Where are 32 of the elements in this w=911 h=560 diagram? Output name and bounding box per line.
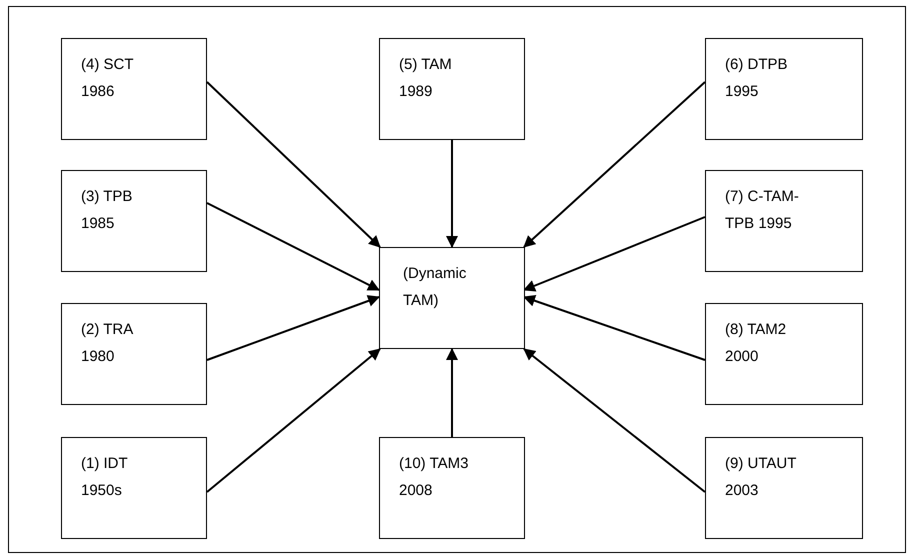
model-box <box>705 303 863 405</box>
node-label: (10) TAM3 2008 <box>399 454 470 501</box>
node-label: (5) TAM 1989 <box>399 55 453 102</box>
arrow <box>523 81 706 248</box>
node-label: (9) UTAUT 2003 <box>725 454 798 501</box>
model-box <box>705 170 863 272</box>
arrow <box>523 216 706 292</box>
arrow <box>206 81 381 248</box>
node-label: (7) C-TAM-TPB 1995 <box>725 187 800 234</box>
model-box <box>379 38 525 140</box>
model-box <box>61 38 207 140</box>
arrow <box>446 348 458 437</box>
arrow <box>523 294 706 361</box>
model-box <box>61 437 207 539</box>
central-box <box>379 247 525 349</box>
model-box <box>61 170 207 272</box>
model-box <box>61 303 207 405</box>
model-box <box>379 437 525 539</box>
node-label: (4) SCT 1986 <box>81 55 134 102</box>
model-box <box>705 437 863 539</box>
node-label: (Dynamic TAM) <box>403 264 468 311</box>
arrow <box>206 202 380 291</box>
arrow <box>523 348 706 493</box>
arrow <box>206 295 380 361</box>
node-label: (6) DTPB 1995 <box>725 55 789 102</box>
node-label: (3) TPB 1985 <box>81 187 134 234</box>
node-label: (1) IDT 1950s <box>81 454 128 501</box>
node-label: (2) TRA 1980 <box>81 320 134 367</box>
arrow <box>206 348 381 493</box>
node-label: (8) TAM2 2000 <box>725 320 788 367</box>
model-box <box>705 38 863 140</box>
arrow <box>446 140 458 248</box>
